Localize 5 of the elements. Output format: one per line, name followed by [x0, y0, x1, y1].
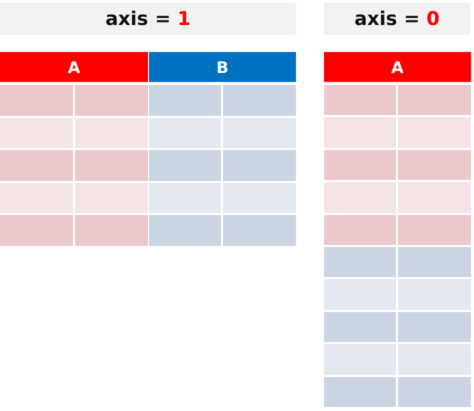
axis-heading: axis = 0 — [324, 3, 470, 35]
column-header: B — [149, 52, 296, 82]
axis-heading: axis = 1 — [0, 3, 296, 35]
column-header: A — [0, 52, 148, 82]
column-header: A — [324, 52, 471, 82]
